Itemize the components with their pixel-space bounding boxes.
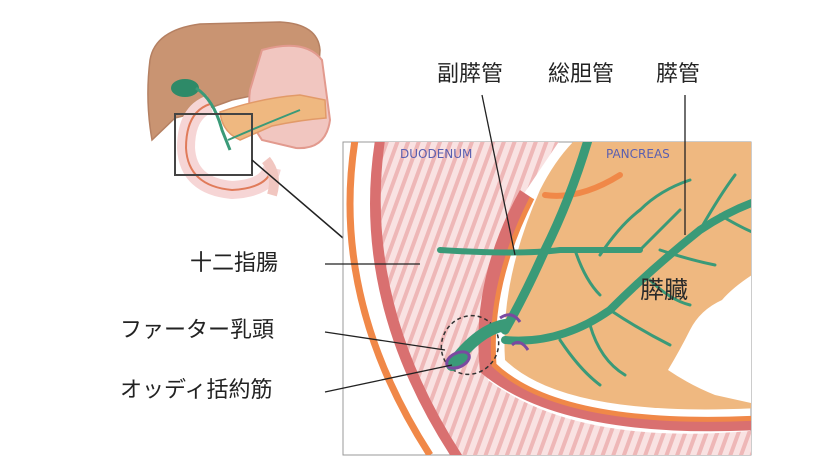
label-pancreas: 膵臓	[640, 276, 688, 304]
zoom-connector	[251, 159, 344, 239]
label-accessory-duct: 副膵管	[437, 62, 504, 87]
leader-lines	[324, 94, 686, 393]
label-papilla: ファーター乳頭	[120, 318, 275, 343]
gallbladder-shape	[171, 79, 199, 97]
overview-thumbnail	[147, 21, 332, 200]
label-common-bile-duct: 総胆管	[548, 62, 615, 87]
zoom-panel	[342, 141, 752, 456]
sphincter-ring	[445, 350, 471, 370]
label-duodenum: 十二指腸	[190, 251, 279, 276]
duct-network	[437, 142, 751, 387]
label-sphincter: オッディ括約筋	[120, 378, 273, 403]
label-pancreas-en: PANCREAS	[606, 147, 670, 161]
label-duodenum-en: DUODENUM	[400, 147, 473, 161]
zoom-box	[174, 113, 253, 176]
pancreas-thumb-shape	[219, 94, 327, 141]
label-pancreatic-duct: 膵管	[656, 62, 701, 87]
